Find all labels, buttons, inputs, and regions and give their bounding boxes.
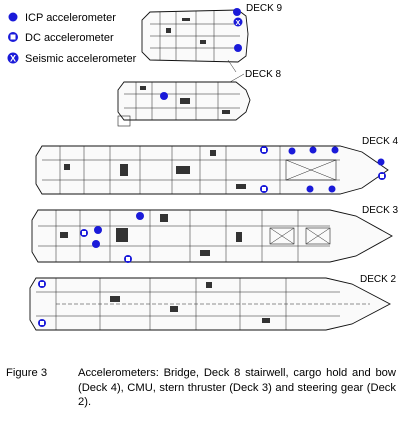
icp-marker-hold-5 — [328, 185, 336, 193]
icp-marker-deck8-stairwell — [160, 92, 168, 100]
icp-marker-bow — [377, 158, 385, 166]
dc-marker-deck4-3-center — [380, 174, 384, 178]
legend-label-icp: ICP accelerometer — [25, 12, 116, 24]
figure-label: Figure 3 — [6, 367, 48, 379]
deck-label-9: DECK 9 — [246, 3, 283, 14]
dc-marker-deck4-1-center — [262, 148, 266, 152]
icp-marker-hold-3 — [331, 146, 339, 154]
deck-label-4: DECK 4 — [362, 136, 399, 147]
legend-label-seismic: Seismic accelerometer — [25, 53, 137, 65]
deck-label-8: DECK 8 — [245, 69, 282, 80]
seismic-marker-bridge-glyph: X — [236, 20, 241, 27]
deck-2-plan: DECK 2 — [29, 274, 397, 331]
dc-marker-deck3-1-center — [82, 231, 86, 235]
icp-marker-hold-2 — [309, 146, 317, 154]
icp-marker-cmu-2 — [94, 226, 102, 234]
deck-label-3: DECK 3 — [362, 205, 399, 216]
dc-marker-steering-2-center — [40, 321, 44, 325]
legend: ICP accelerometer DC accelerometer X Sei… — [7, 12, 137, 65]
deck-9-plan: X DECK 9 — [141, 3, 283, 73]
dc-marker-deck3-2-center — [126, 257, 130, 261]
dc-marker-steering-1-center — [40, 282, 44, 286]
deck-4-plan: DECK 4 — [35, 136, 399, 195]
figure-caption-text: Accelerometers: Bridge, Deck 8 stairwell… — [78, 367, 396, 408]
icp-marker-bridge-bottom — [234, 44, 242, 52]
seismic-marker-bridge — [233, 17, 243, 27]
deck-8-plan: DECK 8 — [117, 69, 282, 127]
seismic-marker-icon — [7, 52, 19, 64]
deck-3-plan: DECK 3 — [31, 205, 399, 263]
deck-plan-figure: ICP accelerometer DC accelerometer X Sei… — [7, 3, 399, 331]
icp-marker-icon — [8, 12, 18, 22]
legend-label-dc: DC accelerometer — [25, 32, 114, 44]
deck-label-2: DECK 2 — [360, 274, 397, 285]
icp-marker-hold-1 — [288, 147, 296, 155]
dc-marker-icon-center — [10, 34, 16, 40]
icp-marker-stern-thruster — [92, 240, 100, 248]
icp-marker-hold-4 — [306, 185, 314, 193]
icp-marker-cmu-1 — [136, 212, 144, 220]
seismic-marker-glyph: X — [10, 54, 16, 64]
dc-marker-deck4-2-center — [262, 187, 266, 191]
icp-marker-bridge-top — [233, 8, 241, 16]
